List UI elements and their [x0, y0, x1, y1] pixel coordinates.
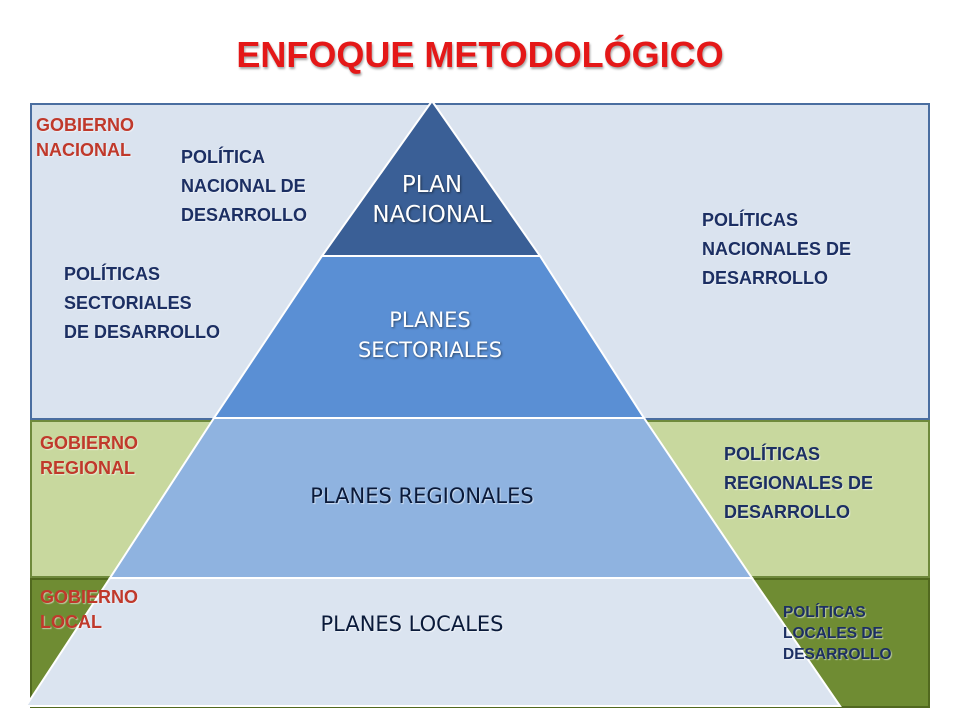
gobierno-regional-line-1: GOBIERNO [40, 433, 139, 453]
gobierno-nacional-line-1: GOBIERNO [36, 115, 135, 135]
plan-nacional-label: PLAN NACIONAL [332, 170, 532, 230]
politicas-sectoriales-line-1: POLÍTICAS [64, 264, 161, 284]
planes-sectoriales-line-2: SECTORIALES [357, 338, 503, 362]
politicas-regionales-line-3: DESARROLLO [724, 502, 850, 522]
gobierno-local-line-1: GOBIERNO [40, 587, 139, 607]
pyramid-level-planes-locales [24, 577, 842, 707]
gobierno-regional-line-2: REGIONAL [40, 458, 136, 478]
gobierno-local-label: GOBIERNO LOCAL [40, 585, 138, 635]
politica-nacional-line-2: NACIONAL DE [181, 176, 306, 196]
politicas-sectoriales-line-2: SECTORIALES [64, 293, 192, 313]
planes-sectoriales-label: PLANES SECTORIALES [300, 305, 560, 365]
politicas-locales-line-2: LOCALES DE [783, 625, 883, 642]
politicas-sectoriales-line-3: DE DESARROLLO [64, 322, 221, 342]
gobierno-local-line-2: LOCAL [40, 612, 102, 632]
politica-nacional-line-1: POLÍTICA [181, 147, 265, 167]
gobierno-nacional-label: GOBIERNO NACIONAL [36, 113, 134, 163]
page-title: ENFOQUE METODOLÓGICO [236, 34, 724, 75]
politicas-regionales-line-2: REGIONALES DE [724, 473, 874, 493]
plan-nacional-line-2: NACIONAL [372, 202, 492, 228]
planes-regionales-label: PLANES REGIONALES [310, 484, 534, 508]
politicas-nacionales-line-3: DESARROLLO [702, 268, 828, 288]
politicas-regionales-label: POLÍTICAS REGIONALES DE DESARROLLO [724, 440, 873, 527]
politicas-locales-line-3: DESARROLLO [783, 646, 892, 663]
politicas-locales-line-1: POLÍTICAS [783, 604, 866, 621]
planes-sectoriales-line-1: PLANES [389, 308, 471, 332]
politicas-regionales-line-1: POLÍTICAS [724, 444, 821, 464]
planes-locales-label: PLANES LOCALES [320, 612, 504, 636]
politicas-nacionales-line-2: NACIONALES DE [702, 239, 852, 259]
politicas-nacionales-line-1: POLÍTICAS [702, 210, 799, 230]
politicas-nacionales-label: POLÍTICAS NACIONALES DE DESARROLLO [702, 206, 851, 293]
politicas-locales-label: POLÍTICAS LOCALES DE DESARROLLO [783, 602, 892, 665]
politicas-sectoriales-label: POLÍTICAS SECTORIALES DE DESARROLLO [64, 260, 220, 347]
gobierno-nacional-line-2: NACIONAL [36, 140, 131, 160]
politica-nacional-desarrollo-label: POLÍTICA NACIONAL DE DESARROLLO [181, 143, 307, 230]
politica-nacional-line-3: DESARROLLO [181, 205, 307, 225]
gobierno-regional-label: GOBIERNO REGIONAL [40, 431, 138, 481]
plan-nacional-line-1: PLAN [401, 172, 463, 198]
